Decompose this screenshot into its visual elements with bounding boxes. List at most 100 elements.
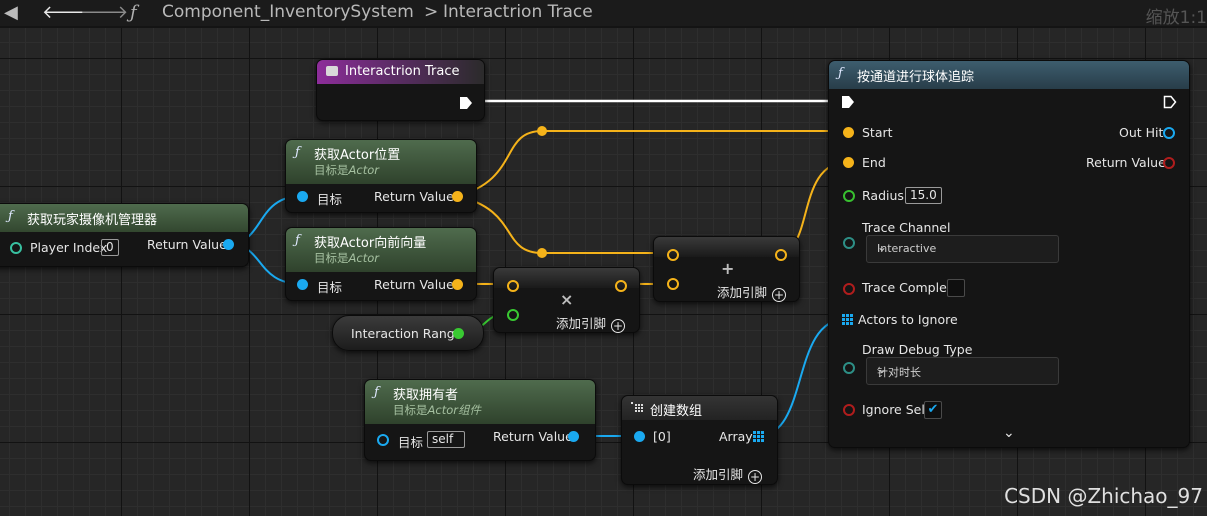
function-icon: ƒ (838, 66, 843, 81)
node-header: ƒ 获取Actor位置 目标是Actor (286, 140, 476, 184)
exec-in-pin[interactable] (841, 95, 855, 109)
vector-in-pin[interactable] (507, 280, 519, 292)
array-pin-icon[interactable] (753, 431, 765, 443)
player-index-pin[interactable] (10, 242, 22, 254)
vector-in-pin-a[interactable] (667, 249, 679, 261)
array-pin-icon[interactable] (842, 314, 854, 326)
return-value-label: Return Value (147, 237, 227, 252)
add-pin-button[interactable]: 添加引脚+ (556, 316, 626, 333)
trace-channel-label: Trace Channel (862, 220, 951, 235)
radius-label: Radius (862, 188, 904, 203)
node-subtitle: 目标是Actor (314, 163, 379, 177)
trace-channel-pin[interactable] (843, 237, 855, 249)
player-index-label: Player Index (30, 240, 108, 255)
end-label: End (862, 155, 886, 170)
result-pin[interactable] (775, 249, 787, 261)
node-title: 创建数组 (650, 404, 703, 419)
node-title: 按通道进行球体追踪 (857, 70, 975, 85)
return-value-pin[interactable] (568, 431, 579, 442)
function-icon: ƒ (295, 233, 300, 248)
add-pin-button[interactable]: 添加引脚+ (717, 285, 787, 302)
return-value-label: Return Value (493, 429, 573, 444)
out-hit-label: Out Hit (1119, 125, 1164, 140)
zoom-level: 缩放1:1 (1145, 8, 1207, 28)
target-pin[interactable] (297, 279, 308, 290)
end-pin[interactable] (843, 157, 854, 168)
float-in-pin[interactable] (507, 309, 519, 321)
target-input[interactable]: self (427, 431, 465, 448)
return-value-pin[interactable] (452, 191, 463, 202)
function-entry-node[interactable]: Interactrion Trace (316, 59, 485, 121)
breadcrumb-separator: > (424, 2, 439, 22)
breadcrumb-root[interactable]: Component_InventorySystem (162, 2, 414, 22)
trace-complex-label: Trace Complex (862, 280, 954, 295)
return-value-pin[interactable] (223, 239, 234, 250)
radius-pin[interactable] (843, 190, 855, 202)
node-title: Interactrion Trace (345, 64, 460, 79)
function-icon: ƒ (295, 145, 300, 160)
expand-chevron-icon[interactable]: ⌄ (1003, 425, 1015, 441)
sphere-trace-node[interactable]: ƒ 按通道进行球体追踪 Start End Out Hit Return Val… (828, 60, 1190, 448)
array-icon (631, 402, 643, 412)
draw-debug-label: Draw Debug Type (862, 342, 973, 357)
node-subtitle: 目标是Actor (314, 251, 379, 265)
function-icon: ƒ (130, 2, 137, 23)
start-pin[interactable] (843, 127, 854, 138)
reroute-knot[interactable] (537, 248, 547, 258)
trace-channel-dropdown[interactable]: Interactive ⌄ (866, 235, 1059, 263)
ignore-self-pin[interactable] (843, 404, 855, 416)
float-out-pin[interactable] (453, 328, 464, 339)
exec-out-pin[interactable] (1163, 95, 1177, 109)
vector-in-pin-b[interactable] (667, 278, 679, 290)
add-pin-button[interactable]: 添加引脚+ (693, 467, 763, 484)
return-value-pin[interactable] (452, 279, 463, 290)
result-pin[interactable] (615, 280, 627, 292)
draw-debug-pin[interactable] (843, 362, 855, 374)
return-value-label: Return Value (1086, 155, 1166, 170)
ignore-self-checkbox[interactable]: ✔ (924, 401, 942, 419)
node-title: 获取Actor向前向量 (314, 236, 427, 251)
function-icon: ƒ (374, 385, 379, 400)
get-actor-forward-node[interactable]: ƒ 获取Actor向前向量 目标是Actor 目标 Return Value (285, 227, 477, 301)
node-header: 创建数组 (622, 396, 777, 420)
target-label: 目标 (317, 192, 343, 207)
node-title: 获取Actor位置 (314, 148, 401, 163)
breadcrumb-current[interactable]: Interactrion Trace (443, 2, 593, 22)
array-label: Array (719, 429, 753, 444)
node-header (494, 268, 639, 288)
menu-caret-icon[interactable]: ◀ (4, 2, 18, 23)
ignore-self-label: Ignore Self (862, 402, 930, 417)
get-camera-manager-node[interactable]: ƒ 获取玩家摄像机管理器 Player Index 0 Return Value (0, 203, 249, 267)
actors-to-ignore-label: Actors to Ignore (858, 312, 958, 327)
radius-input[interactable]: 15.0 (905, 187, 942, 204)
out-hit-pin[interactable] (1163, 127, 1175, 139)
chevron-down-icon: ⌄ (877, 240, 888, 254)
graph-toolbar: ◀ 🡐 🡒 ƒ Component_InventorySystem > Inte… (0, 0, 1207, 28)
return-value-label: Return Value (374, 277, 454, 292)
add-node[interactable]: + 添加引脚+ (653, 236, 800, 302)
draw-debug-dropdown[interactable]: 针对时长 ⌄ (866, 357, 1059, 385)
index-0-pin[interactable] (634, 431, 645, 442)
trace-complex-checkbox[interactable] (947, 279, 965, 297)
multiply-node[interactable]: × 添加引脚+ (493, 267, 640, 333)
trace-complex-pin[interactable] (843, 283, 855, 295)
return-value-pin[interactable] (1163, 157, 1175, 169)
add-icon: + (721, 259, 735, 278)
plus-circle-icon: + (772, 288, 787, 302)
node-subtitle: 目标是Actor组件 (393, 403, 481, 417)
interaction-range-variable[interactable]: Interaction Range (332, 315, 484, 351)
player-index-input[interactable]: 0 (101, 239, 119, 256)
dropdown-value: Interactive (877, 242, 937, 255)
get-actor-location-node[interactable]: ƒ 获取Actor位置 目标是Actor 目标 Return Value (285, 139, 477, 213)
arrow-right-icon[interactable]: 🡒 (80, 2, 129, 23)
chevron-down-icon: ⌄ (877, 362, 888, 376)
plus-circle-icon: + (748, 470, 763, 484)
make-array-node[interactable]: 创建数组 [0] Array 添加引脚+ (621, 395, 778, 485)
target-pin[interactable] (377, 434, 389, 446)
arrow-left-icon[interactable]: 🡐 (42, 2, 91, 23)
node-header: ƒ 按通道进行球体追踪 (829, 61, 1189, 89)
get-owner-node[interactable]: ƒ 获取拥有者 目标是Actor组件 目标 self Return Value (364, 379, 596, 461)
reroute-knot[interactable] (537, 126, 547, 136)
exec-out-pin[interactable] (459, 96, 473, 110)
target-pin[interactable] (297, 191, 308, 202)
